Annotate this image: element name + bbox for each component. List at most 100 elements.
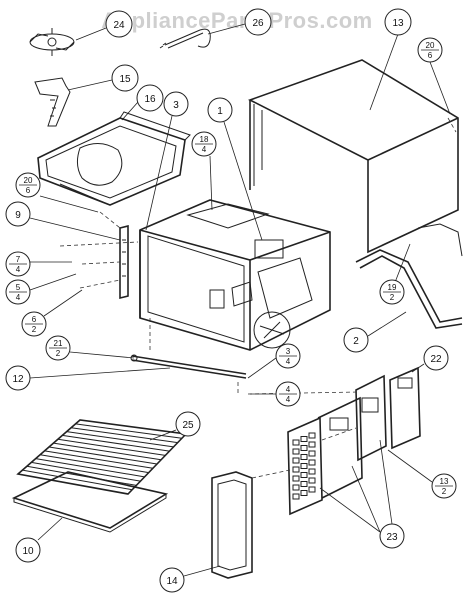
svg-text:6: 6 <box>26 186 31 195</box>
keypad-button <box>300 436 308 442</box>
part-wire-harness[interactable] <box>159 28 211 49</box>
svg-text:16: 16 <box>144 94 156 105</box>
svg-text:15: 15 <box>119 74 131 85</box>
part-control-panel[interactable] <box>287 396 363 516</box>
keypad-button <box>308 450 316 457</box>
svg-text:4: 4 <box>286 357 291 366</box>
keypad-button <box>300 490 308 496</box>
svg-text:26: 26 <box>252 18 264 29</box>
keypad-button <box>308 486 316 493</box>
callout-1: 1 <box>207 97 263 241</box>
keypad-button <box>292 475 300 482</box>
part-stirrer-fan[interactable] <box>29 28 75 56</box>
callout-23: 23 <box>319 439 405 549</box>
callout-12: 12 <box>5 365 171 391</box>
keypad-button <box>292 493 300 500</box>
svg-text:3: 3 <box>286 347 291 356</box>
rack-wire <box>44 450 153 469</box>
callout-20-left: 20 6 <box>15 172 99 213</box>
svg-text:20: 20 <box>426 41 435 50</box>
callout-9: 9 <box>5 201 121 241</box>
callout-7: 7 4 <box>5 251 72 277</box>
keypad-button <box>292 457 300 464</box>
keypad-button <box>308 468 316 475</box>
keypad-button <box>300 481 308 487</box>
svg-text:2: 2 <box>390 293 395 302</box>
callout-10: 10 <box>15 517 63 563</box>
svg-text:4: 4 <box>16 265 21 274</box>
part-stirrer-bracket[interactable] <box>34 77 71 127</box>
svg-text:3: 3 <box>173 100 179 111</box>
callout-6: 6 2 <box>21 289 83 337</box>
rack-wire <box>57 438 166 456</box>
keypad-button <box>292 484 300 491</box>
svg-text:12: 12 <box>12 374 24 385</box>
svg-text:22: 22 <box>430 354 442 365</box>
part-outer-cabinet[interactable] <box>247 59 459 254</box>
svg-text:5: 5 <box>16 283 21 292</box>
callout-16: 16 <box>121 84 164 121</box>
callout-13: 13 <box>369 8 412 111</box>
rack-wire <box>66 431 174 448</box>
callout-24: 24 <box>75 10 133 41</box>
rack-wire <box>53 442 162 461</box>
keypad-button <box>292 439 300 446</box>
svg-text:7: 7 <box>16 255 21 264</box>
keypad-button <box>292 466 300 473</box>
keypad-button <box>300 445 308 451</box>
callout-22: 22 <box>411 345 449 373</box>
part-latch-bar[interactable] <box>130 354 247 379</box>
keypad-button <box>308 432 316 439</box>
assembly-guides <box>59 117 457 479</box>
part-wire-rack[interactable] <box>16 419 188 495</box>
svg-text:19: 19 <box>388 283 397 292</box>
svg-text:4: 4 <box>286 395 291 404</box>
callout-4: 4 4 <box>250 381 301 407</box>
rack-wire <box>71 427 178 444</box>
svg-text:2: 2 <box>353 336 359 347</box>
svg-text:23: 23 <box>386 532 398 543</box>
callout-21: 21 2 <box>45 335 135 361</box>
svg-text:1: 1 <box>217 106 223 117</box>
rack-wire <box>31 461 141 482</box>
part-side-bracket[interactable] <box>119 224 129 300</box>
rack-wire <box>22 469 133 491</box>
svg-text:6: 6 <box>428 51 433 60</box>
callout-5: 5 4 <box>5 273 77 305</box>
callout-14: 14 <box>159 565 221 593</box>
svg-text:4: 4 <box>286 385 291 394</box>
keypad-button <box>292 448 300 455</box>
rack-wire <box>35 458 145 478</box>
keypad-button <box>300 463 308 469</box>
callout-2: 2 <box>343 311 407 353</box>
keypad-button <box>300 454 308 460</box>
svg-text:9: 9 <box>15 210 21 221</box>
rack-wire <box>75 423 182 439</box>
keypad-button <box>308 477 316 484</box>
part-door-seal[interactable] <box>355 223 463 329</box>
svg-text:6: 6 <box>32 315 37 324</box>
svg-text:2: 2 <box>442 487 447 496</box>
svg-text:25: 25 <box>182 420 194 431</box>
svg-text:2: 2 <box>56 349 61 358</box>
rack-wire <box>62 434 170 452</box>
svg-text:4: 4 <box>16 293 21 302</box>
part-glass-tray[interactable] <box>11 471 169 533</box>
svg-text:18: 18 <box>200 135 209 144</box>
svg-text:13: 13 <box>440 477 449 486</box>
part-top-tray[interactable] <box>37 111 191 206</box>
callout-25: 25 <box>149 411 201 441</box>
rack-wire <box>40 454 149 474</box>
callout-3-small: 3 4 <box>247 343 301 379</box>
callout-26: 26 <box>207 8 272 36</box>
part-cavity-chassis[interactable] <box>139 199 331 351</box>
svg-text:24: 24 <box>113 20 125 31</box>
part-control-module[interactable] <box>355 366 421 462</box>
svg-text:10: 10 <box>22 546 34 557</box>
keypad-button <box>308 441 316 448</box>
callout-18: 18 4 <box>191 131 217 211</box>
keypad-button <box>308 459 316 466</box>
part-door-frame[interactable] <box>211 471 253 579</box>
svg-text:4: 4 <box>202 145 207 154</box>
keypad-button <box>300 472 308 478</box>
